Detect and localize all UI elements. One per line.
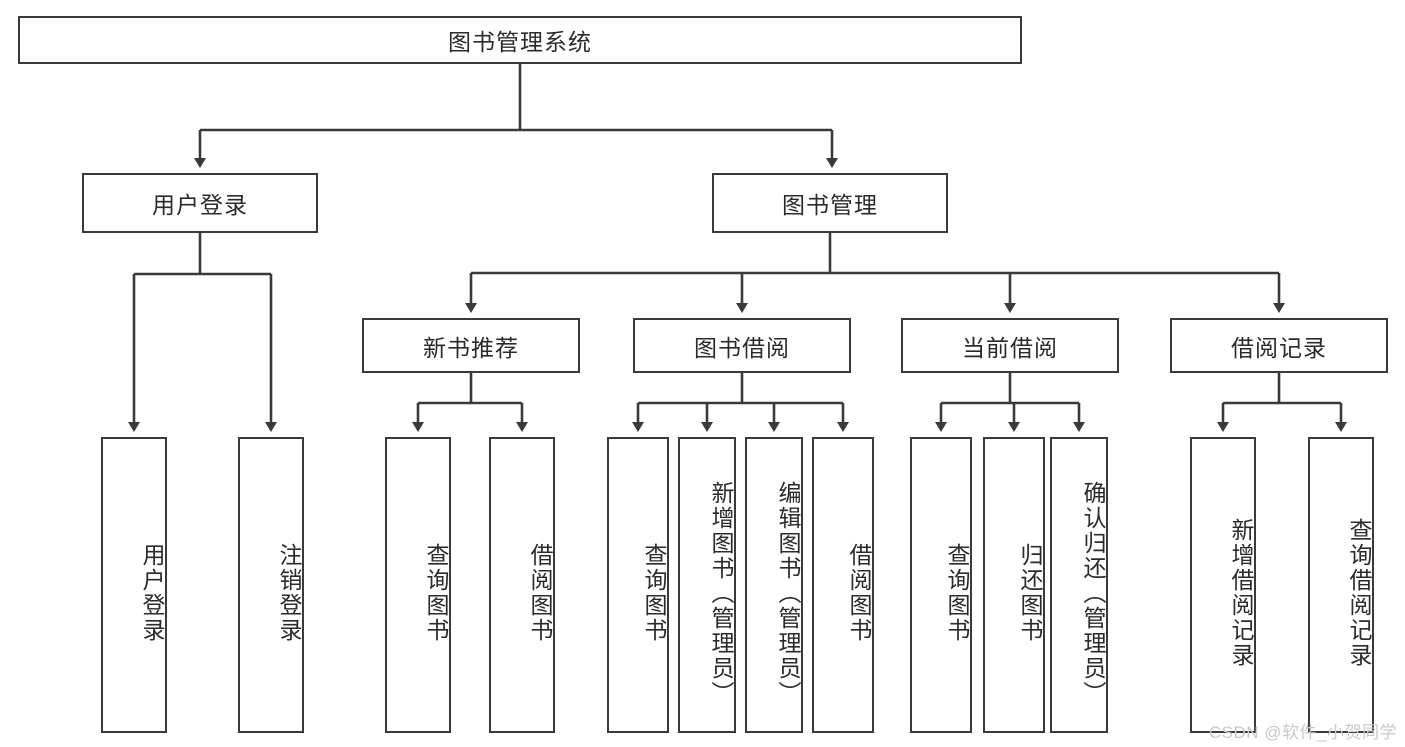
node-current-borrow-label: 当前借阅 [962, 334, 1058, 361]
node-leaf-edit-book[interactable]: 编辑图书（管理员） [745, 437, 803, 733]
node-leaf-add-record-label: 新增借阅记录 [1228, 518, 1254, 668]
node-current-borrow[interactable]: 当前借阅 [901, 318, 1119, 373]
node-leaf-borrow-book-1-label: 借阅图书 [527, 543, 553, 643]
node-new-book-recommend[interactable]: 新书推荐 [362, 318, 580, 373]
node-leaf-query-record[interactable]: 查询借阅记录 [1308, 437, 1374, 733]
node-leaf-query-book-2[interactable]: 查询图书 [607, 437, 669, 733]
node-root[interactable]: 图书管理系统 [18, 16, 1022, 64]
node-root-label: 图书管理系统 [448, 29, 592, 55]
node-book-borrow-label: 图书借阅 [694, 334, 790, 361]
node-book-borrow[interactable]: 图书借阅 [633, 318, 851, 373]
node-borrow-record[interactable]: 借阅记录 [1170, 318, 1388, 373]
node-leaf-query-book-3-label: 查询图书 [944, 543, 970, 643]
node-leaf-add-record[interactable]: 新增借阅记录 [1190, 437, 1256, 733]
node-leaf-borrow-book-1[interactable]: 借阅图书 [489, 437, 555, 733]
node-leaf-query-record-label: 查询借阅记录 [1346, 518, 1372, 668]
node-borrow-record-label: 借阅记录 [1231, 334, 1327, 361]
node-leaf-query-book-3[interactable]: 查询图书 [910, 437, 972, 733]
node-leaf-logout-label: 注销登录 [276, 543, 302, 643]
node-leaf-user-login[interactable]: 用户登录 [101, 437, 167, 733]
node-leaf-add-book[interactable]: 新增图书（管理员） [678, 437, 736, 733]
node-leaf-add-book-label: 新增图书（管理员） [708, 480, 734, 706]
node-leaf-confirm-return-label: 确认归还（管理员） [1080, 480, 1106, 706]
node-leaf-query-book-2-label: 查询图书 [641, 543, 667, 643]
node-leaf-return-book[interactable]: 归还图书 [983, 437, 1045, 733]
node-leaf-borrow-book-2[interactable]: 借阅图书 [812, 437, 874, 733]
node-leaf-logout[interactable]: 注销登录 [238, 437, 304, 733]
node-book-manage[interactable]: 图书管理 [712, 173, 948, 233]
node-leaf-user-login-label: 用户登录 [139, 543, 165, 643]
node-user-login[interactable]: 用户登录 [82, 173, 318, 233]
node-leaf-confirm-return[interactable]: 确认归还（管理员） [1050, 437, 1108, 733]
node-leaf-return-book-label: 归还图书 [1017, 543, 1043, 643]
node-new-book-recommend-label: 新书推荐 [423, 334, 519, 361]
node-user-login-label: 用户登录 [152, 192, 248, 218]
node-leaf-edit-book-label: 编辑图书（管理员） [775, 480, 801, 706]
node-leaf-borrow-book-2-label: 借阅图书 [846, 543, 872, 643]
node-book-manage-label: 图书管理 [782, 192, 878, 218]
node-leaf-query-book-1-label: 查询图书 [423, 543, 449, 643]
csdn-watermark: CSDN @软件_小贺同学 [1208, 723, 1397, 742]
node-leaf-query-book-1[interactable]: 查询图书 [385, 437, 451, 733]
